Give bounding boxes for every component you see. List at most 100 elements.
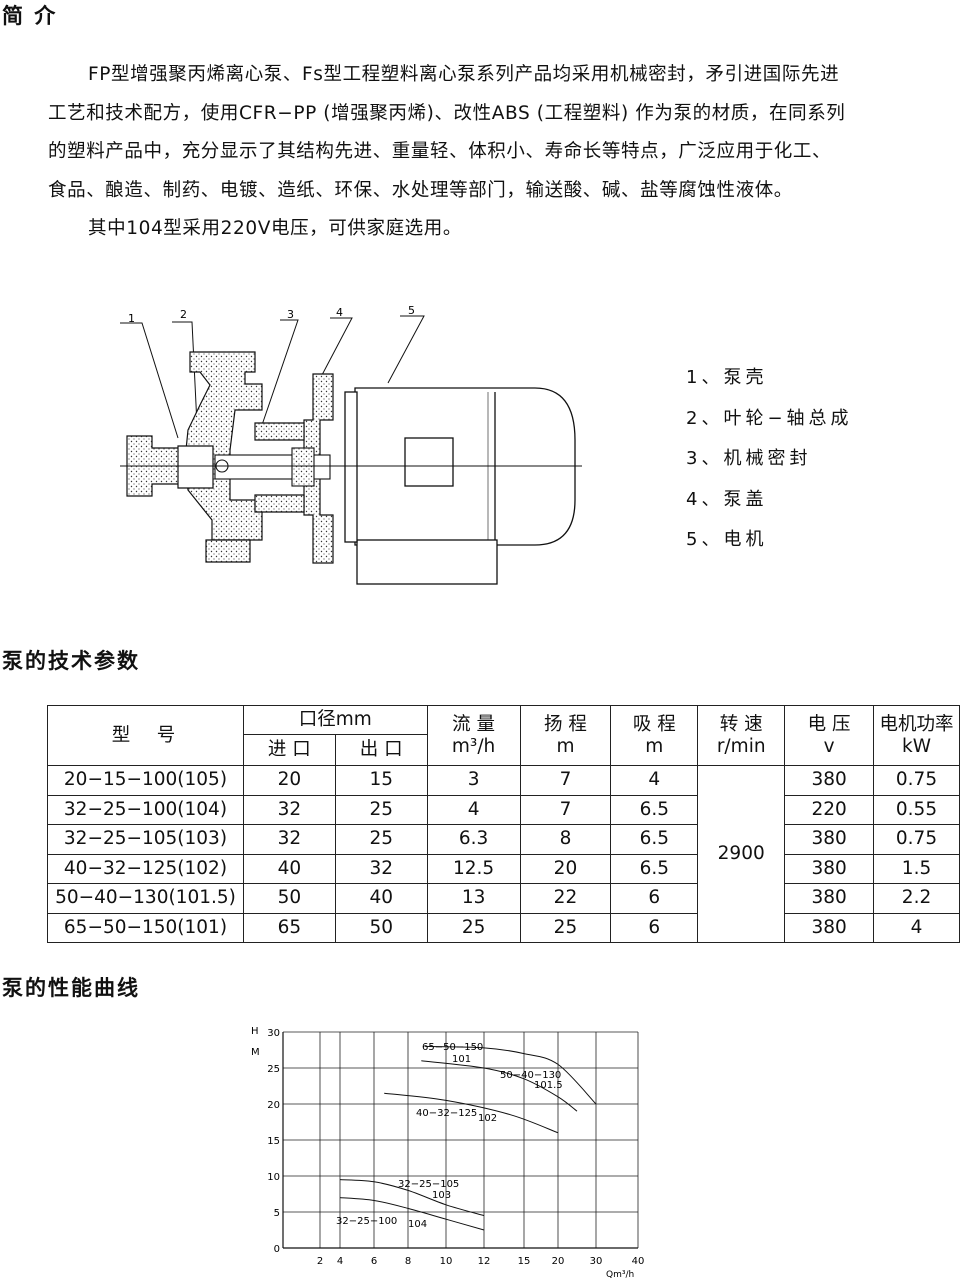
x-tick-label: 6 [371,1256,377,1267]
header-inlet: 进 口 [242,734,336,766]
legend-item-mechanical-seal: 3、机械密封 [686,448,812,469]
cell-flow: 4 [426,794,521,825]
table-row: 32−25−100(104) 32 25 4 7 6.5 220 0.55 [47,794,960,825]
header-flow-label: 流 量 [452,713,496,735]
legend-item-pump-cover: 4、泵盖 [686,488,768,510]
y-tick-label: 25 [267,1064,280,1075]
curve-label-model: 40−32−125 [416,1108,477,1119]
curve-label-number: 101 [452,1054,471,1065]
intro-heading: 简 介 [2,4,58,28]
intro-line-2: 工艺和技术配方，使用CFR−PP (增强聚丙烯)、改性ABS (工程塑料) 作为… [48,102,846,124]
curve-label-model: 65−50−150 [422,1042,483,1053]
header-caliber: 口径mm [242,705,428,735]
x-tick-label: 12 [478,1256,491,1267]
cell-power: 0.55 [873,794,960,825]
cell-head: 8 [519,824,612,855]
cell-head: 22 [519,883,612,914]
cell-power: 0.75 [873,765,960,796]
cell-model: 65−50−150(101) [47,912,244,943]
header-suction-unit: m [645,735,664,757]
header-model: 型 号 [47,705,244,766]
cell-inlet: 20 [242,765,336,796]
x-tick-label: 40 [632,1256,645,1267]
cell-model: 20−15−100(105) [47,765,244,796]
cell-inlet: 32 [242,824,336,855]
callout-5: 5 [408,304,415,317]
cell-inlet: 65 [242,912,336,943]
callout-2: 2 [180,308,187,321]
cell-model: 50−40−130(101.5) [47,883,244,914]
cell-power: 4 [873,912,960,943]
table-row: 32−25−105(103) 32 25 6.3 8 6.5 380 0.75 [47,824,960,855]
x-tick-label: 15 [518,1256,531,1267]
x-tick-label: 10 [440,1256,453,1267]
legend-item-motor: 5、电机 [686,529,768,550]
curve-line [339,1179,485,1217]
curve-label-model: 32−25−100 [336,1216,397,1227]
cell-model: 40−32−125(102) [47,853,244,884]
y-tick-label: 30 [267,1028,280,1039]
cell-head: 20 [519,853,612,884]
spec-heading: 泵的技术参数 [2,649,140,673]
header-voltage-unit: v [823,735,835,757]
curve-label-model: 32−25−105 [398,1179,459,1190]
x-axis-label: Qm³/h [606,1270,634,1280]
x-tick-label: 20 [552,1256,565,1267]
cell-voltage: 220 [784,794,875,825]
table-subheader-row: 进 口 出 口 [48,734,960,766]
header-voltage-label: 电 压 [807,713,851,735]
cell-voltage: 380 [784,765,875,796]
cell-model: 32−25−100(104) [47,794,244,825]
y-tick-label: 0 [274,1244,280,1255]
cell-inlet: 50 [242,883,336,914]
cell-suction: 6.5 [610,824,699,855]
x-tick-label: 8 [405,1256,411,1267]
curve-label-model: 50−40−130 [500,1070,561,1081]
header-head-unit: m [556,735,575,757]
cell-speed: 2900 [697,765,786,943]
x-tick-label: 2 [317,1256,323,1267]
cell-voltage: 380 [784,912,875,943]
header-flow-unit: m³/h [451,735,496,757]
legend-item-pump-casing: 1、泵壳 [686,367,768,388]
cell-flow: 25 [426,912,521,943]
cell-inlet: 40 [242,853,336,884]
intro-line-3: 的塑料产品中，充分显示了其结构先进、重量轻、体积小、寿命长等特点，广泛应用于化工… [48,141,832,162]
y-tick-label: 5 [274,1208,280,1219]
legend-item-impeller-shaft: 2、叶轮−轴总成 [686,407,853,429]
cell-outlet: 50 [334,912,428,943]
table-row: 50−40−130(101.5) 50 40 13 22 6 380 2.2 [47,883,960,914]
cell-inlet: 32 [242,794,336,825]
header-outlet: 出 口 [334,734,428,766]
cell-head: 7 [519,765,612,796]
curve-line [339,1197,485,1231]
chart-curves [339,1045,597,1231]
cell-flow: 12.5 [426,853,521,884]
header-power-label: 电机功率 [879,713,954,735]
cell-head: 7 [519,794,612,825]
cell-suction: 4 [610,765,699,796]
intro-line-4: 食品、酿造、制药、电镀、造纸、环保、水处理等部门，输送酸、碱、盐等腐蚀性液体。 [48,179,793,201]
cell-voltage: 380 [784,824,875,855]
header-suction-label: 吸 程 [632,713,676,735]
cell-head: 25 [519,912,612,943]
cell-voltage: 380 [784,883,875,914]
cell-model: 32−25−105(103) [47,824,244,855]
curve-line [384,1092,559,1134]
curve-label-number: 103 [432,1190,451,1201]
intro-line-1: FP型增强聚丙烯离心泵、Fs型工程塑料离心泵系列产品均采用机械密封，矛引进国际先… [88,64,840,85]
x-tick-label: 30 [590,1256,603,1267]
curves-heading: 泵的性能曲线 [2,976,140,1000]
curve-line [421,1060,578,1112]
header-head-label: 扬 程 [544,713,587,735]
curve-label-number: 102 [478,1113,497,1124]
